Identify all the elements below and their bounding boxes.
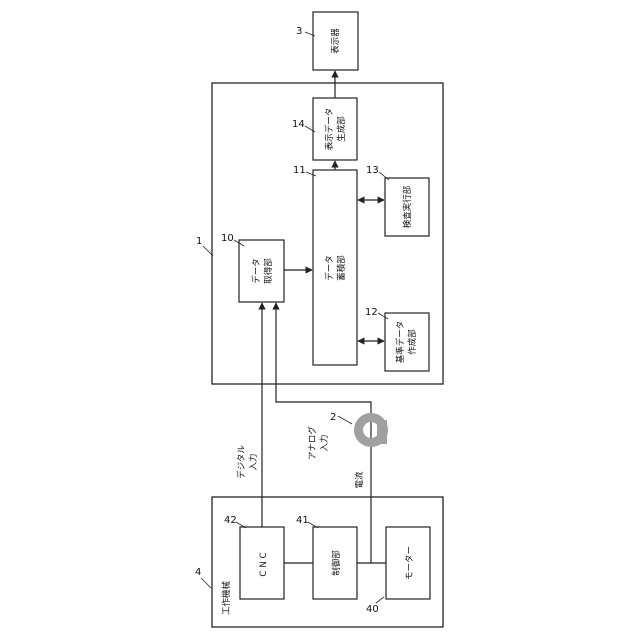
reference-box <box>385 313 429 371</box>
reference-line2: 作成部 <box>407 329 418 355</box>
machine-title: 工作機械 <box>221 581 232 616</box>
display-label: 表示器 <box>330 28 341 54</box>
controller-label: 制御部 <box>331 550 342 576</box>
reference-ref: 12 <box>365 307 378 318</box>
sensor-ref: 2 <box>330 412 336 423</box>
cnc-label: CNC <box>259 549 269 576</box>
machine-ref: 4 <box>195 567 201 578</box>
current-sensor-clamp <box>359 418 388 445</box>
display-gen-box <box>313 98 357 160</box>
motor-label: モーター <box>405 546 415 580</box>
display-gen-line2: 生成部 <box>336 116 347 142</box>
reference-line1: 基準データ <box>395 321 406 364</box>
storage-box <box>313 170 357 365</box>
acquisition-ref: 10 <box>221 233 234 244</box>
display-ref: 3 <box>296 26 302 37</box>
controller-ref: 41 <box>296 515 309 526</box>
digital-input-label-2: 入力 <box>248 453 259 470</box>
acquisition-line1: データ <box>251 258 262 284</box>
acquisition-line2: 取得部 <box>263 258 274 284</box>
inspection-ref: 13 <box>366 165 379 176</box>
display-gen-line1: 表示データ <box>324 108 335 151</box>
display-gen-ref: 14 <box>292 119 305 130</box>
cnc-ref: 42 <box>224 515 237 526</box>
analog-input-label-1: アナログ <box>307 426 318 460</box>
inspection-label: 検査実行部 <box>402 185 413 228</box>
storage-line2: 蓄積部 <box>336 255 347 281</box>
motor-ref: 40 <box>366 604 379 615</box>
storage-line1: データ <box>324 255 335 281</box>
device-ref: 1 <box>196 236 202 247</box>
analog-input-label-2: 入力 <box>319 434 330 451</box>
current-label: 電流 <box>354 471 365 489</box>
digital-input-label-1: デジタル <box>236 445 247 479</box>
storage-ref: 11 <box>293 165 306 176</box>
